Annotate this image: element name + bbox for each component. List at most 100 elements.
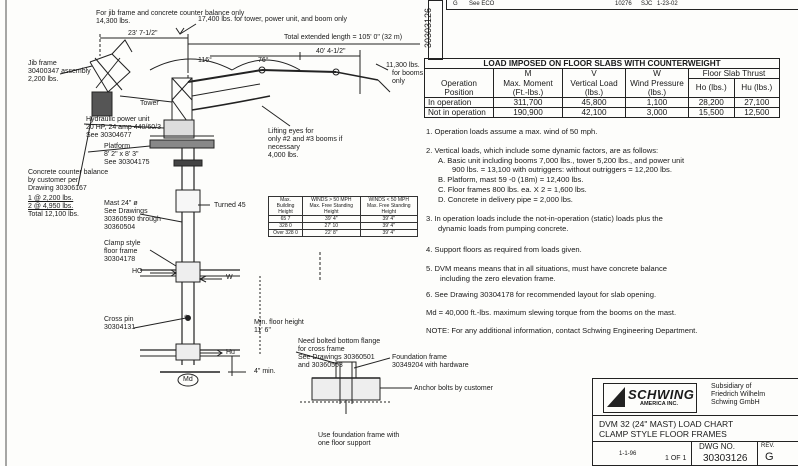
rev-value: G — [765, 451, 774, 463]
wind-cell: 39' 4" — [359, 215, 419, 223]
label-hydraulic-3: See 30304677 — [86, 132, 132, 139]
note-2d: B. Platform, mast 59 -0 (18m) = 12,400 l… — [438, 175, 584, 184]
wind-cell: 328 0 — [267, 222, 304, 230]
label-mast-3: 30360590 through — [104, 216, 161, 223]
note-3b: dynamic loads from pumping concrete. — [438, 224, 569, 233]
table-row: Not in operation 190,900 42,100 3,000 15… — [424, 106, 780, 118]
load-table-title: LOAD IMPOSED ON FLOOR SLABS WITH COUNTER… — [424, 58, 780, 69]
col-header: Max. Moment (Ft.-lbs.) — [493, 78, 563, 98]
label-booms-for: for booms — [392, 70, 424, 77]
cell: 45,800 — [562, 96, 626, 108]
title-divider-2 — [593, 441, 798, 442]
label-boom-weight: 17,400 lbs. for tower, power unit, and b… — [198, 16, 348, 23]
drawing-date: 1-1-96 — [619, 451, 637, 457]
label-counter-5: 2 @ 4,950 lbs. — [28, 203, 74, 210]
label-dim-main: 23' 7-1/2" — [128, 30, 158, 37]
logo-text: SCHWING — [628, 387, 695, 402]
col-header: Ho (lbs.) — [688, 78, 735, 98]
drawing-title-2: CLAMP STYLE FLOOR FRAMES — [599, 429, 727, 439]
col-header: Wind Pressure (lbs.) — [625, 78, 689, 98]
side-number: 30303126 — [423, 0, 443, 60]
dwg-no-label: DWG NO. — [699, 442, 735, 451]
dwg-divider — [691, 441, 692, 465]
label-counter-2: by customer per — [28, 177, 79, 184]
note-5b: including the zero elevation frame. — [440, 274, 556, 283]
row-label: In operation — [424, 96, 494, 108]
label-counter-6: Total 12,100 lbs. — [28, 211, 79, 218]
label-mast-4: 30360504 — [104, 224, 136, 231]
cell: 1,100 — [625, 96, 689, 108]
label-found-2: 30349204 with hardware — [392, 362, 469, 369]
rev-desc: See ECO — [469, 1, 495, 7]
load-table-header: Operation Position Max. Moment (Ft.-lbs.… — [424, 78, 780, 98]
label-bolted-4: and 30360503 — [298, 362, 343, 369]
cell: 42,100 — [562, 106, 626, 118]
note-6: 6. See Drawing 30304178 for recommended … — [426, 290, 657, 299]
label-found-1: Foundation frame — [392, 354, 447, 361]
col-letter: W — [625, 68, 689, 79]
label-lifting-3: necessary — [268, 144, 300, 151]
label-md: Md — [183, 376, 193, 383]
col-header: Vertical Load (lbs.) — [562, 78, 626, 98]
note-5a: 5. DVM means means that in all situation… — [426, 264, 668, 273]
col-letter: M — [493, 68, 563, 79]
note-2b: A. Basic unit including booms 7,000 lbs.… — [438, 156, 685, 165]
rev-letter: G — [453, 1, 458, 7]
drawing-title-1: DVM 32 (24" MAST) LOAD CHART — [599, 419, 734, 429]
label-hu: Hu — [226, 349, 235, 356]
cell: 28,200 — [688, 96, 735, 108]
sheet-number: 1 OF 1 — [665, 455, 687, 462]
rev-by: SJC — [641, 1, 653, 7]
wind-header: WINDS < 50 MPH Max. Free Standing Height — [359, 196, 419, 216]
note-4: 4. Support floors as required from loads… — [426, 245, 582, 254]
label-cross-2: 30304131 — [104, 324, 136, 331]
wind-table: Max. Building Height WINDS > 50 MPH Max.… — [267, 196, 419, 237]
label-jib-lbs: 2,200 lbs. — [28, 76, 59, 83]
note-2f: D. Concrete in delivery pipe = 2,000 lbs… — [438, 195, 573, 204]
rev-date: 1-23-02 — [657, 1, 678, 7]
label-bolted-2: for cross frame — [298, 346, 345, 353]
cell: 12,500 — [733, 106, 780, 118]
label-floor-h-1: Min. floor height — [254, 319, 304, 326]
label-hydraulic-2: 20 HP, 24 amp 440/60/3 — [86, 124, 161, 131]
title-divider — [593, 415, 798, 416]
wind-table-header: Max. Building Height WINDS > 50 MPH Max.… — [267, 196, 419, 216]
cell: 3,000 — [625, 106, 689, 118]
label-lifting-2: only #2 and #3 booms if — [268, 136, 343, 143]
wind-cell: 39' 4" — [302, 215, 361, 223]
label-booms-only: only — [392, 78, 405, 85]
label-lifting-1: Lifting eyes for — [268, 128, 314, 135]
rev-divider — [757, 441, 758, 465]
load-table: LOAD IMPOSED ON FLOOR SLABS WITH COUNTER… — [424, 58, 780, 118]
cell: 311,700 — [493, 96, 563, 108]
label-counter-1: Concrete counter balance — [28, 169, 109, 176]
wind-cell: 22' 8" — [302, 229, 361, 237]
wind-cell: 27' 10 — [302, 222, 361, 230]
table-row: In operation 311,700 45,800 1,100 28,200… — [424, 96, 780, 108]
label-dim-40: 40' 4-1/2" — [316, 48, 346, 55]
label-platform: Platform — [104, 143, 131, 150]
label-turned: Turned 45 — [214, 202, 246, 209]
rev-label: REV. — [761, 443, 775, 449]
cell: 27,100 — [733, 96, 780, 108]
wind-cell: 65 7 — [267, 215, 304, 223]
label-bolted-3: See Drawings 30360501 — [298, 354, 375, 361]
revision-strip: G See ECO 10276 SJC 1-23-02 — [446, 0, 798, 10]
label-mast-1: Mast 24" ø — [104, 200, 138, 207]
label-clamp-2: floor frame — [104, 248, 138, 255]
label-counter-4: 1 @ 2,200 lbs. — [28, 195, 74, 202]
wind-cell: Over 328 0 — [267, 229, 304, 237]
label-w: W — [226, 274, 233, 281]
cell: 190,900 — [493, 106, 563, 118]
table-row: 328 0 27' 10 39' 4" — [267, 222, 419, 230]
table-row: Over 328 0 22' 8" 39' 4" — [267, 229, 419, 237]
note-2e: C. Floor frames 800 lbs. ea. X 2 = 1,600… — [438, 185, 587, 194]
logo-mark-icon — [607, 387, 625, 407]
label-clamp-3: 30304178 — [104, 256, 136, 263]
title-block: SCHWING AMERICA INC. Subsidiary of Fried… — [592, 378, 798, 466]
label-counter-3: Drawing 30306167 — [28, 185, 87, 192]
wind-header: WINDS > 50 MPH Max. Free Standing Height — [302, 196, 361, 216]
svg-text:⊕: ⊕ — [184, 314, 188, 320]
table-row: 65 7 39' 4" 39' 4" — [267, 215, 419, 223]
note-contact: NOTE: For any additional information, co… — [426, 326, 698, 335]
